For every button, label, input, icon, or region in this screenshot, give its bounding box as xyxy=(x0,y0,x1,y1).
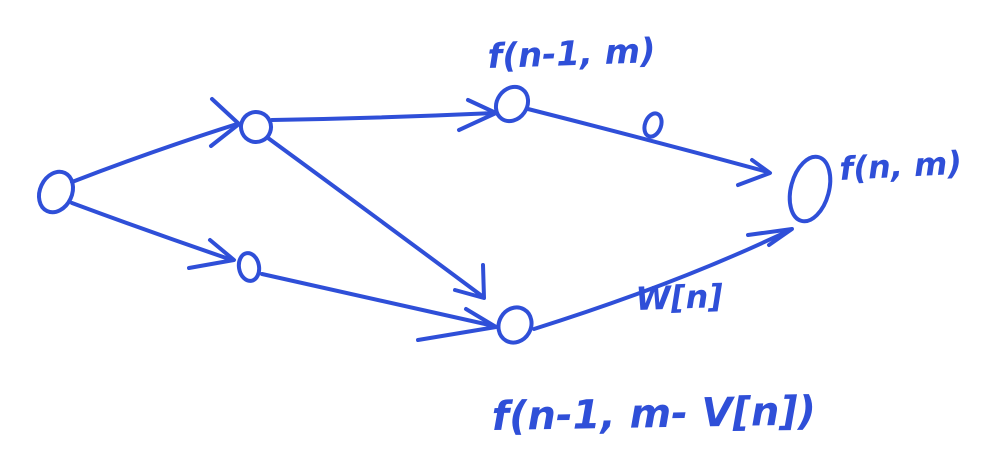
label-top-node: f(n-1, m) xyxy=(487,31,656,77)
arrowhead-lower-left xyxy=(187,238,236,270)
arrowhead-top xyxy=(457,98,498,132)
label-target-node: f(n, m) xyxy=(838,144,962,188)
edge-start-to-lower-left xyxy=(70,201,234,262)
node-start xyxy=(36,169,76,215)
arrowhead-target-from-bottom xyxy=(746,227,794,247)
edge-upper-left-to-top xyxy=(270,111,497,122)
edge-start-to-upper-left xyxy=(70,122,239,184)
label-bottom-node: f(n-1, m- V[n]) xyxy=(491,388,816,440)
arrowhead-bottom-from-upper xyxy=(453,263,486,300)
edge-upper-left-to-bottom xyxy=(266,136,484,298)
arrowhead-bottom-from-lower xyxy=(416,307,498,342)
node-bottom xyxy=(496,305,534,345)
node-target xyxy=(787,154,833,224)
arrowhead-upper-left xyxy=(209,97,241,148)
node-lower-left xyxy=(236,251,262,283)
edge-weight-circle-mark xyxy=(642,111,664,139)
node-top xyxy=(493,84,531,124)
arrowhead-target-from-top xyxy=(736,158,772,187)
node-upper-left xyxy=(239,110,273,144)
label-top-edge-weight: 0 xyxy=(666,119,667,120)
label-bottom-edge-weight: W[n] xyxy=(635,277,724,318)
edge-bottom-to-target xyxy=(532,228,792,331)
edge-lower-left-to-bottom xyxy=(260,272,496,328)
edge-top-to-target xyxy=(526,107,770,174)
